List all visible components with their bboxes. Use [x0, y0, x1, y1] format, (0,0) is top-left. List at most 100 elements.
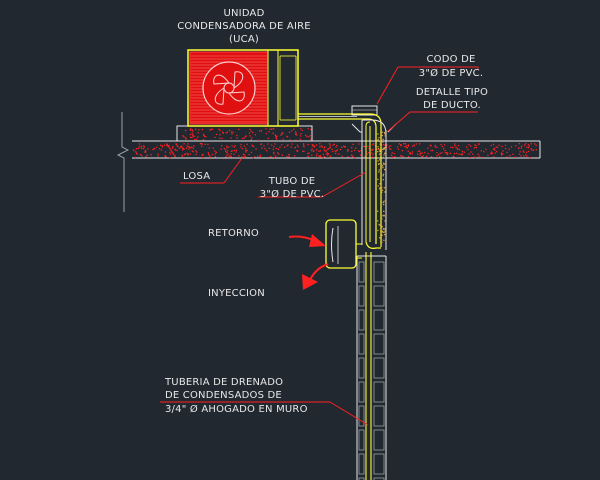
hatch-dot: [525, 143, 527, 145]
hatch-dot: [300, 133, 302, 135]
hatch-dot: [405, 145, 408, 147]
hatch-dot: [445, 151, 447, 154]
wall-block: [373, 429, 385, 451]
hatch-dot: [386, 144, 388, 146]
hatch-dot: [224, 149, 227, 151]
hatch-dot: [475, 146, 477, 149]
hatch-dot: [531, 149, 533, 151]
hatch-dot: [136, 153, 138, 155]
hatch-dot: [417, 153, 419, 155]
hatch-dot: [305, 134, 307, 136]
hatch-dot: [453, 156, 455, 158]
hatch-dot: [174, 155, 176, 157]
wall-block: [358, 333, 365, 355]
hatch-dot: [212, 147, 214, 149]
hatch-dot: [191, 132, 193, 134]
hatch-dot: [202, 133, 205, 136]
hatch-dot: [384, 152, 386, 154]
hatch-dot: [381, 134, 383, 137]
hatch-dot: [307, 155, 309, 158]
tubo-label-line1: TUBO DE: [268, 176, 316, 187]
hatch-dot: [383, 148, 385, 150]
hatch-dot: [493, 147, 495, 150]
hatch-dot: [441, 152, 443, 154]
hatch-dot: [159, 148, 161, 150]
hatch-dot: [299, 135, 302, 137]
hatch-dot: [372, 144, 374, 146]
hatch-dot: [135, 151, 137, 153]
hatch-dot: [238, 128, 240, 130]
hatch-dot: [407, 145, 410, 147]
supply-air-arrow-icon: [302, 263, 329, 290]
hatch-dot: [242, 153, 245, 155]
hatch-dot: [307, 143, 309, 146]
hatch-dot: [181, 154, 183, 157]
detalle-label-line1: DETALLE TIPO: [416, 87, 488, 98]
hatch-dot: [506, 151, 508, 153]
hatch-dot: [319, 146, 321, 148]
hatch-dot: [527, 144, 530, 146]
hatch-dot: [169, 151, 171, 154]
hatch-dot: [381, 241, 383, 243]
hatch-dot: [310, 128, 312, 131]
hatch-dot: [277, 148, 280, 150]
tubo-label-line2: 3"Ø DE PVC.: [260, 188, 324, 200]
hatch-dot: [364, 146, 366, 148]
hatch-dot: [302, 150, 304, 152]
hatch-dot: [235, 151, 237, 153]
hatch-dot: [306, 136, 308, 138]
hatch-dot: [219, 134, 221, 136]
hatch-dot: [321, 146, 323, 148]
hatch-dot: [228, 155, 230, 157]
hatch-dot: [412, 145, 414, 147]
hatch-dot: [195, 153, 197, 156]
hatch-dot: [190, 136, 192, 138]
hatch-dot: [383, 203, 385, 206]
hatch-dot: [232, 131, 234, 133]
hatch-dot: [312, 145, 314, 147]
hatch-dot: [419, 154, 421, 156]
hatch-dot: [163, 144, 166, 146]
hatch-dot: [157, 153, 159, 155]
hatch-dot: [474, 156, 476, 158]
hatch-dot: [380, 239, 383, 241]
hatch-dot: [319, 155, 322, 157]
hatch-dot: [327, 153, 330, 155]
hatch-dot: [400, 144, 402, 146]
hatch-dot: [468, 153, 470, 155]
hatch-dot: [274, 134, 276, 136]
hatch-dot: [461, 153, 463, 155]
hatch-dot: [231, 133, 233, 135]
hatch-dot: [512, 153, 514, 155]
hatch-dot: [184, 153, 186, 155]
hatch-dot: [381, 191, 383, 193]
hatch-dot: [230, 131, 233, 133]
hatch-dot: [470, 151, 472, 153]
hatch-dot: [332, 144, 334, 146]
hatch-dot: [417, 150, 419, 153]
hatch-dot: [377, 178, 379, 180]
hatch-dot: [191, 150, 193, 152]
hatch-dot: [187, 154, 189, 156]
hatch-dot: [378, 147, 380, 150]
hatch-dot: [273, 156, 276, 158]
hatch-dot: [333, 143, 335, 145]
hatch-dot: [377, 185, 379, 187]
hatch-dot: [390, 148, 392, 150]
codo-label-line2: 3"Ø DE PVC.: [419, 67, 483, 79]
hatch-dot: [312, 150, 315, 152]
hatch-dot: [233, 146, 235, 148]
hatch-dot: [382, 156, 384, 159]
hatch-dot: [143, 147, 145, 150]
hatch-dot: [532, 149, 535, 151]
hatch-dot: [264, 148, 266, 150]
hatch-dot: [334, 150, 336, 152]
hatch-dot: [453, 152, 456, 155]
hatch-dot: [403, 143, 405, 145]
hatch-dot: [432, 149, 434, 152]
hatch-dot: [182, 147, 184, 149]
hatch-dot: [377, 146, 379, 148]
hatch-dot: [441, 145, 443, 148]
hatch-dot: [166, 143, 168, 145]
hatch-dot: [389, 145, 392, 147]
